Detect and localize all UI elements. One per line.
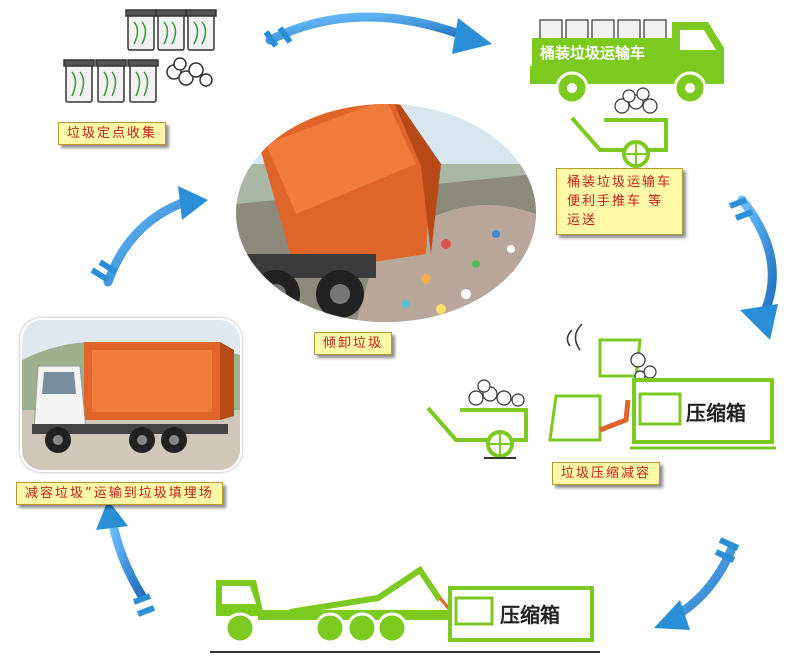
label-transport: 桶装垃圾运输车 便利手推车 等 运送 — [556, 168, 684, 235]
label-dump: 倾卸垃圾 — [314, 332, 393, 355]
arrow-bottom-right — [654, 537, 740, 630]
arrow-left — [90, 186, 208, 287]
arrow-top — [263, 12, 492, 54]
trash-bins-icon — [63, 9, 217, 103]
label-collect: 垃圾定点收集 — [58, 122, 167, 145]
dumping-truck-photo — [236, 104, 536, 322]
arrow-right — [728, 195, 778, 340]
hooklift-truck-icon: 压缩箱 — [210, 565, 600, 653]
arrow-bottom-left — [96, 500, 156, 617]
compress-box-text-bottom: 压缩箱 — [500, 603, 560, 627]
handcart-icon — [570, 87, 668, 168]
bin-truck-icon: 桶装垃圾运输车 — [530, 19, 724, 105]
truck-sign-text: 桶装垃圾运输车 — [540, 44, 645, 62]
label-compress: 垃圾压缩减容 — [552, 462, 661, 485]
hooklift-truck-photo — [20, 318, 242, 472]
label-landfill: 减容垃圾”运输到垃圾填埋场 — [16, 482, 223, 505]
compression-station-icon: 压缩箱 — [426, 323, 776, 459]
compress-box-text: 压缩箱 — [686, 401, 746, 425]
